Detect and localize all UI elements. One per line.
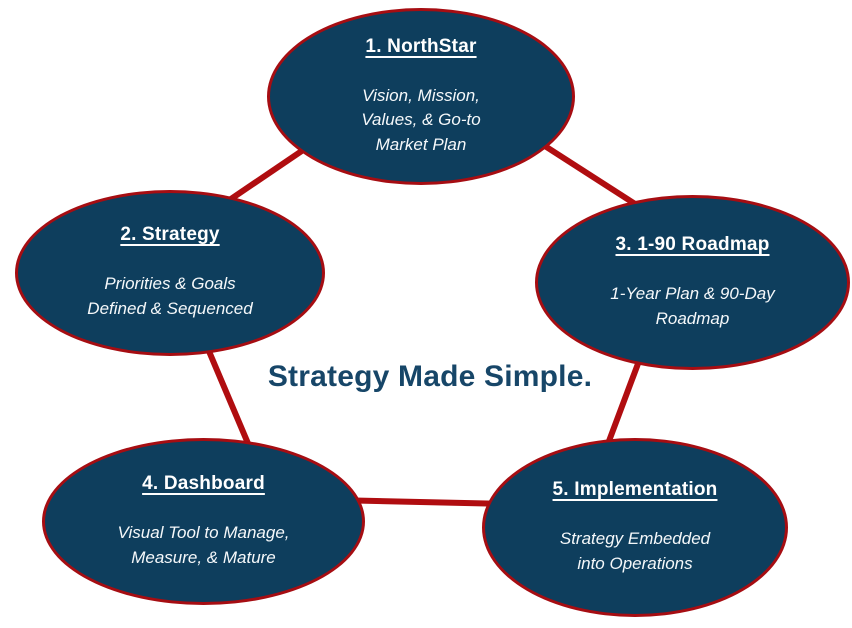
node-strategy-title: 2. Strategy xyxy=(120,224,220,246)
center-title: Strategy Made Simple. xyxy=(267,360,593,393)
node-strategy: 2. Strategy Priorities & Goals Defined &… xyxy=(15,190,325,356)
node-dashboard-subtitle: Visual Tool to Manage, Measure, & Mature xyxy=(117,522,290,567)
node-implementation: 5. Implementation Strategy Embedded into… xyxy=(482,438,788,617)
node-strategy-subtitle: Priorities & Goals Defined & Sequenced xyxy=(87,274,253,318)
node-roadmap-title: 3. 1-90 Roadmap xyxy=(615,233,770,255)
node-northstar-title: 1. NorthStar xyxy=(365,35,477,57)
node-implementation-title: 5. Implementation xyxy=(552,478,718,500)
node-dashboard-title: 4. Dashboard xyxy=(142,472,265,494)
node-roadmap-subtitle: 1-Year Plan & 90-Day Roadmap xyxy=(610,283,775,328)
node-dashboard: 4. Dashboard Visual Tool to Manage, Meas… xyxy=(42,438,365,605)
node-northstar-subtitle: Vision, Mission, Values, & Go-to Market … xyxy=(361,85,481,154)
node-implementation-subtitle: Strategy Embedded into Operations xyxy=(559,528,711,573)
node-roadmap: 3. 1-90 Roadmap 1-Year Plan & 90-Day Roa… xyxy=(535,195,850,370)
node-northstar: 1. NorthStar Vision, Mission, Values, & … xyxy=(267,8,575,185)
